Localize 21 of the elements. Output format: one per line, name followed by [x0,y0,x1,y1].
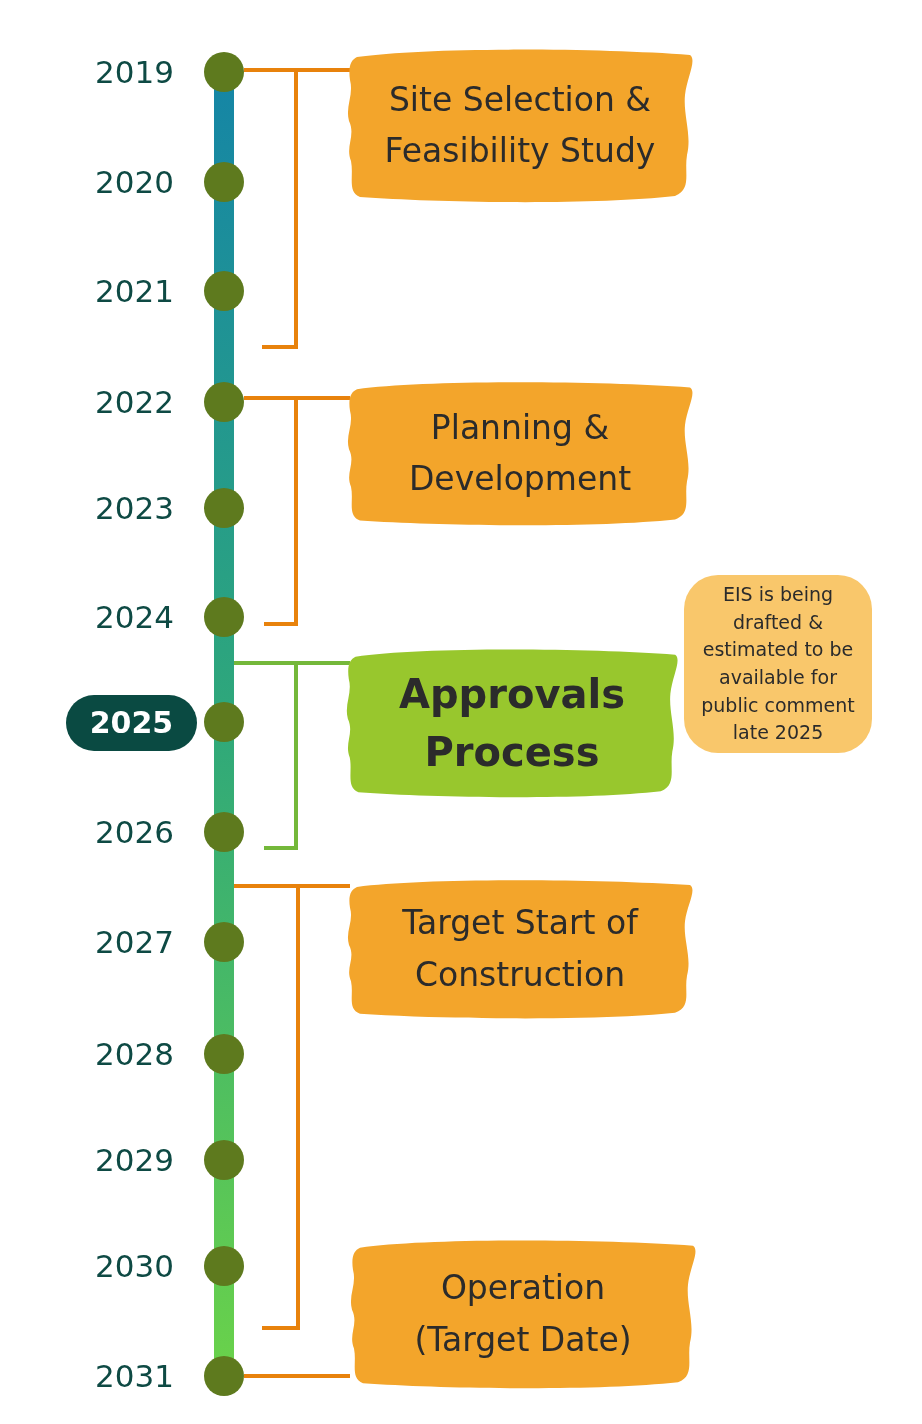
year-label: 2030 [95,1247,174,1285]
year-label: 2019 [95,53,174,91]
year-label: 2021 [95,272,174,310]
year-label: 2022 [95,383,174,421]
phase-title: Target Start of Construction [401,902,640,996]
year-label: 2027 [95,923,174,961]
year-label: 2028 [95,1035,174,1073]
current-year-badge [66,695,197,751]
phase-title: Operation (Target Date) [413,1267,633,1361]
year-label: 2020 [95,163,174,201]
year-label: 2025 [89,705,174,741]
year-label: 2023 [95,489,174,527]
phase-title: Planning & Development [407,406,633,500]
year-label: 2029 [95,1141,174,1179]
year-label: 2024 [95,598,174,636]
year-label: 2031 [95,1357,174,1395]
note-text: EIS is being drafted & estimated to be available for public comment late 2025 [700,582,856,746]
phase-title: Site Selection & Feasibility Study [383,78,657,172]
note-bubble [684,575,872,753]
year-label: 2026 [95,813,174,851]
phase-title: Approvals Process [398,669,626,777]
